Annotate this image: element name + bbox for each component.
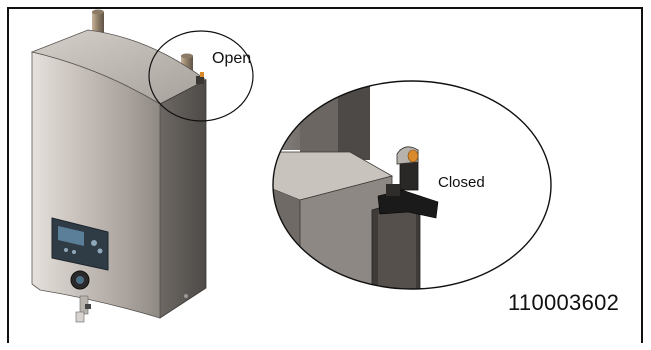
boiler-body: [32, 10, 206, 323]
label-open: Open: [212, 50, 251, 68]
label-closed: Closed: [438, 174, 485, 191]
part-number-label: 110003602: [508, 290, 619, 316]
